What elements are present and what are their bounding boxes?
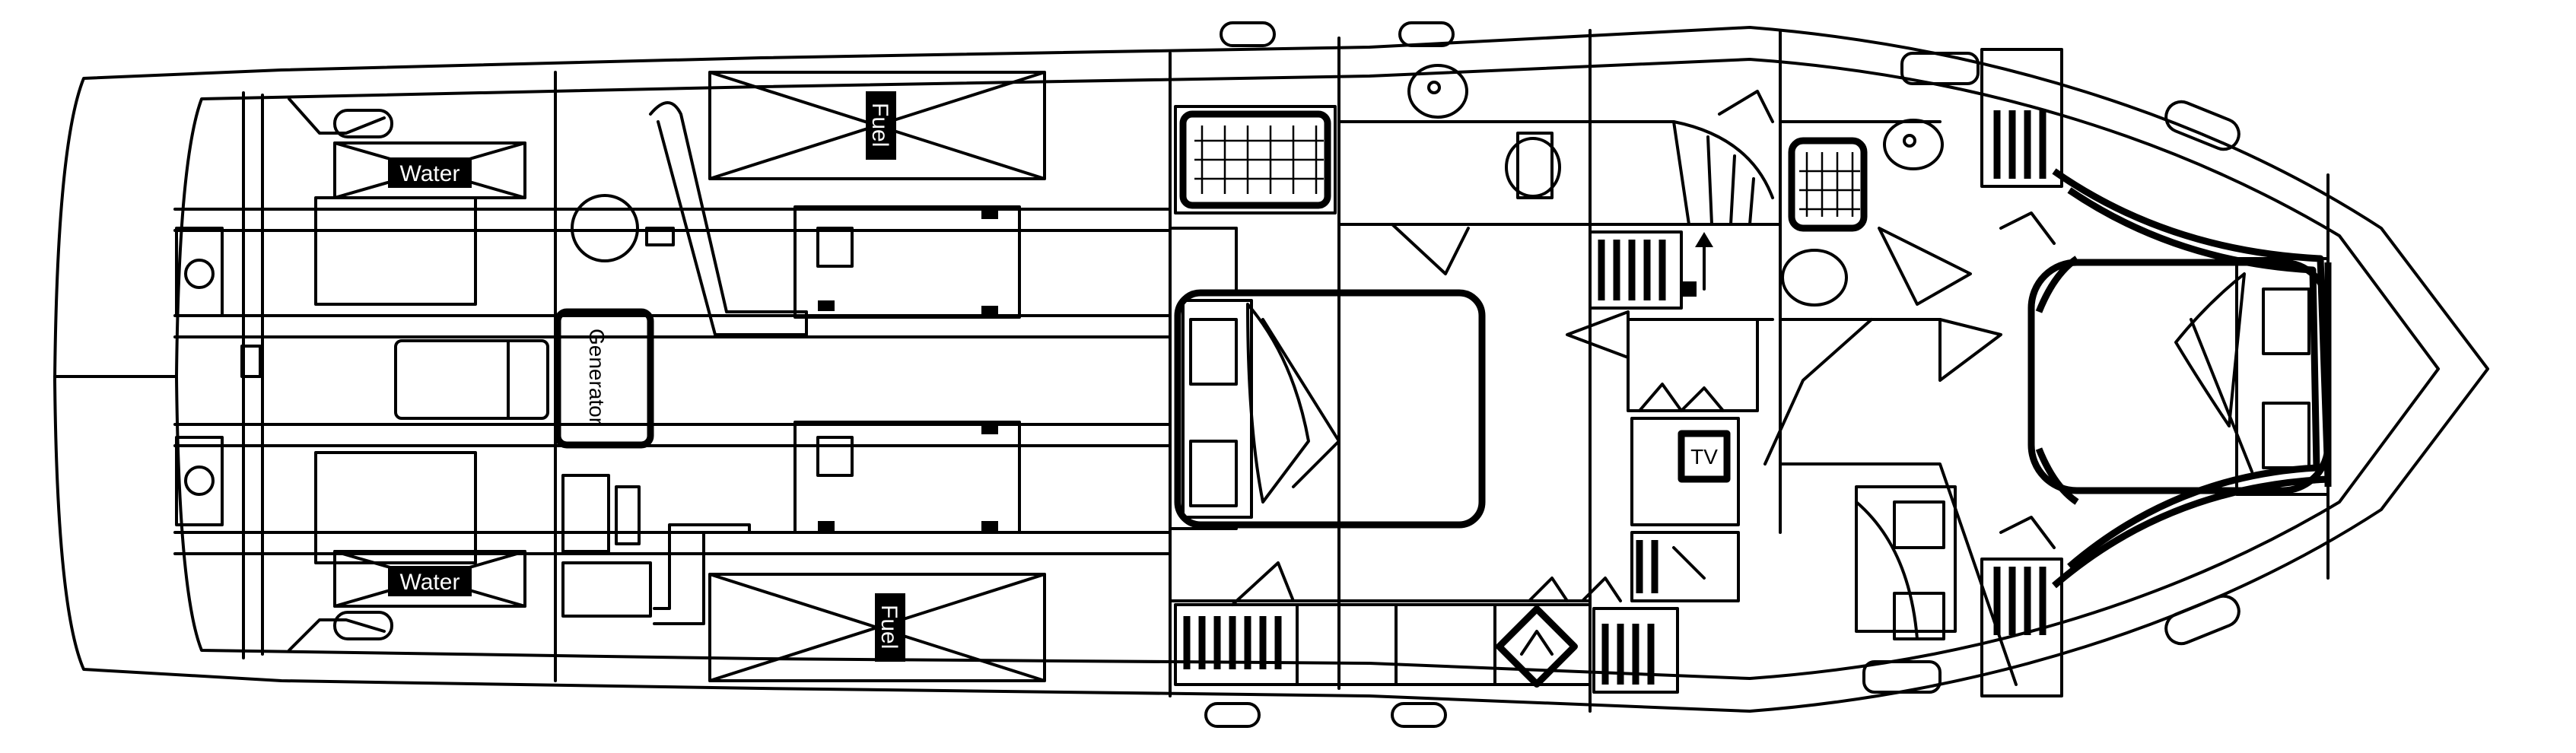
- generator-label: Generator: [585, 329, 609, 424]
- fuel-label-top: Fuel: [867, 103, 892, 147]
- water-tank-bottom: Water: [333, 550, 526, 608]
- hanging-closet-aft: [1183, 616, 1282, 669]
- water-label-top: Water: [400, 161, 460, 186]
- tv-unit: TV: [1678, 430, 1731, 483]
- shower-grid: [1194, 126, 1324, 194]
- hull-outer: [53, 26, 2489, 713]
- fuel-tank-bottom: Fuel: [708, 573, 1046, 682]
- tv-label: TV: [1690, 445, 1718, 469]
- water-label-bottom: Water: [400, 570, 460, 595]
- generator: Generator: [554, 308, 654, 449]
- hull-inner: [175, 58, 2440, 680]
- forward-section: [1763, 48, 2332, 697]
- companionway: TV: [1566, 29, 1782, 694]
- shower-grid-fwd: [1799, 152, 1860, 217]
- aft-cabin: [1169, 21, 1622, 728]
- washer-icon: [1496, 605, 1578, 688]
- fuel-label-bottom: Fuel: [876, 605, 902, 649]
- water-tank-top: Water: [333, 141, 526, 199]
- engine-room: Water Water Generator Fuel: [173, 52, 1172, 697]
- fuel-tank-top: Fuel: [708, 71, 1046, 180]
